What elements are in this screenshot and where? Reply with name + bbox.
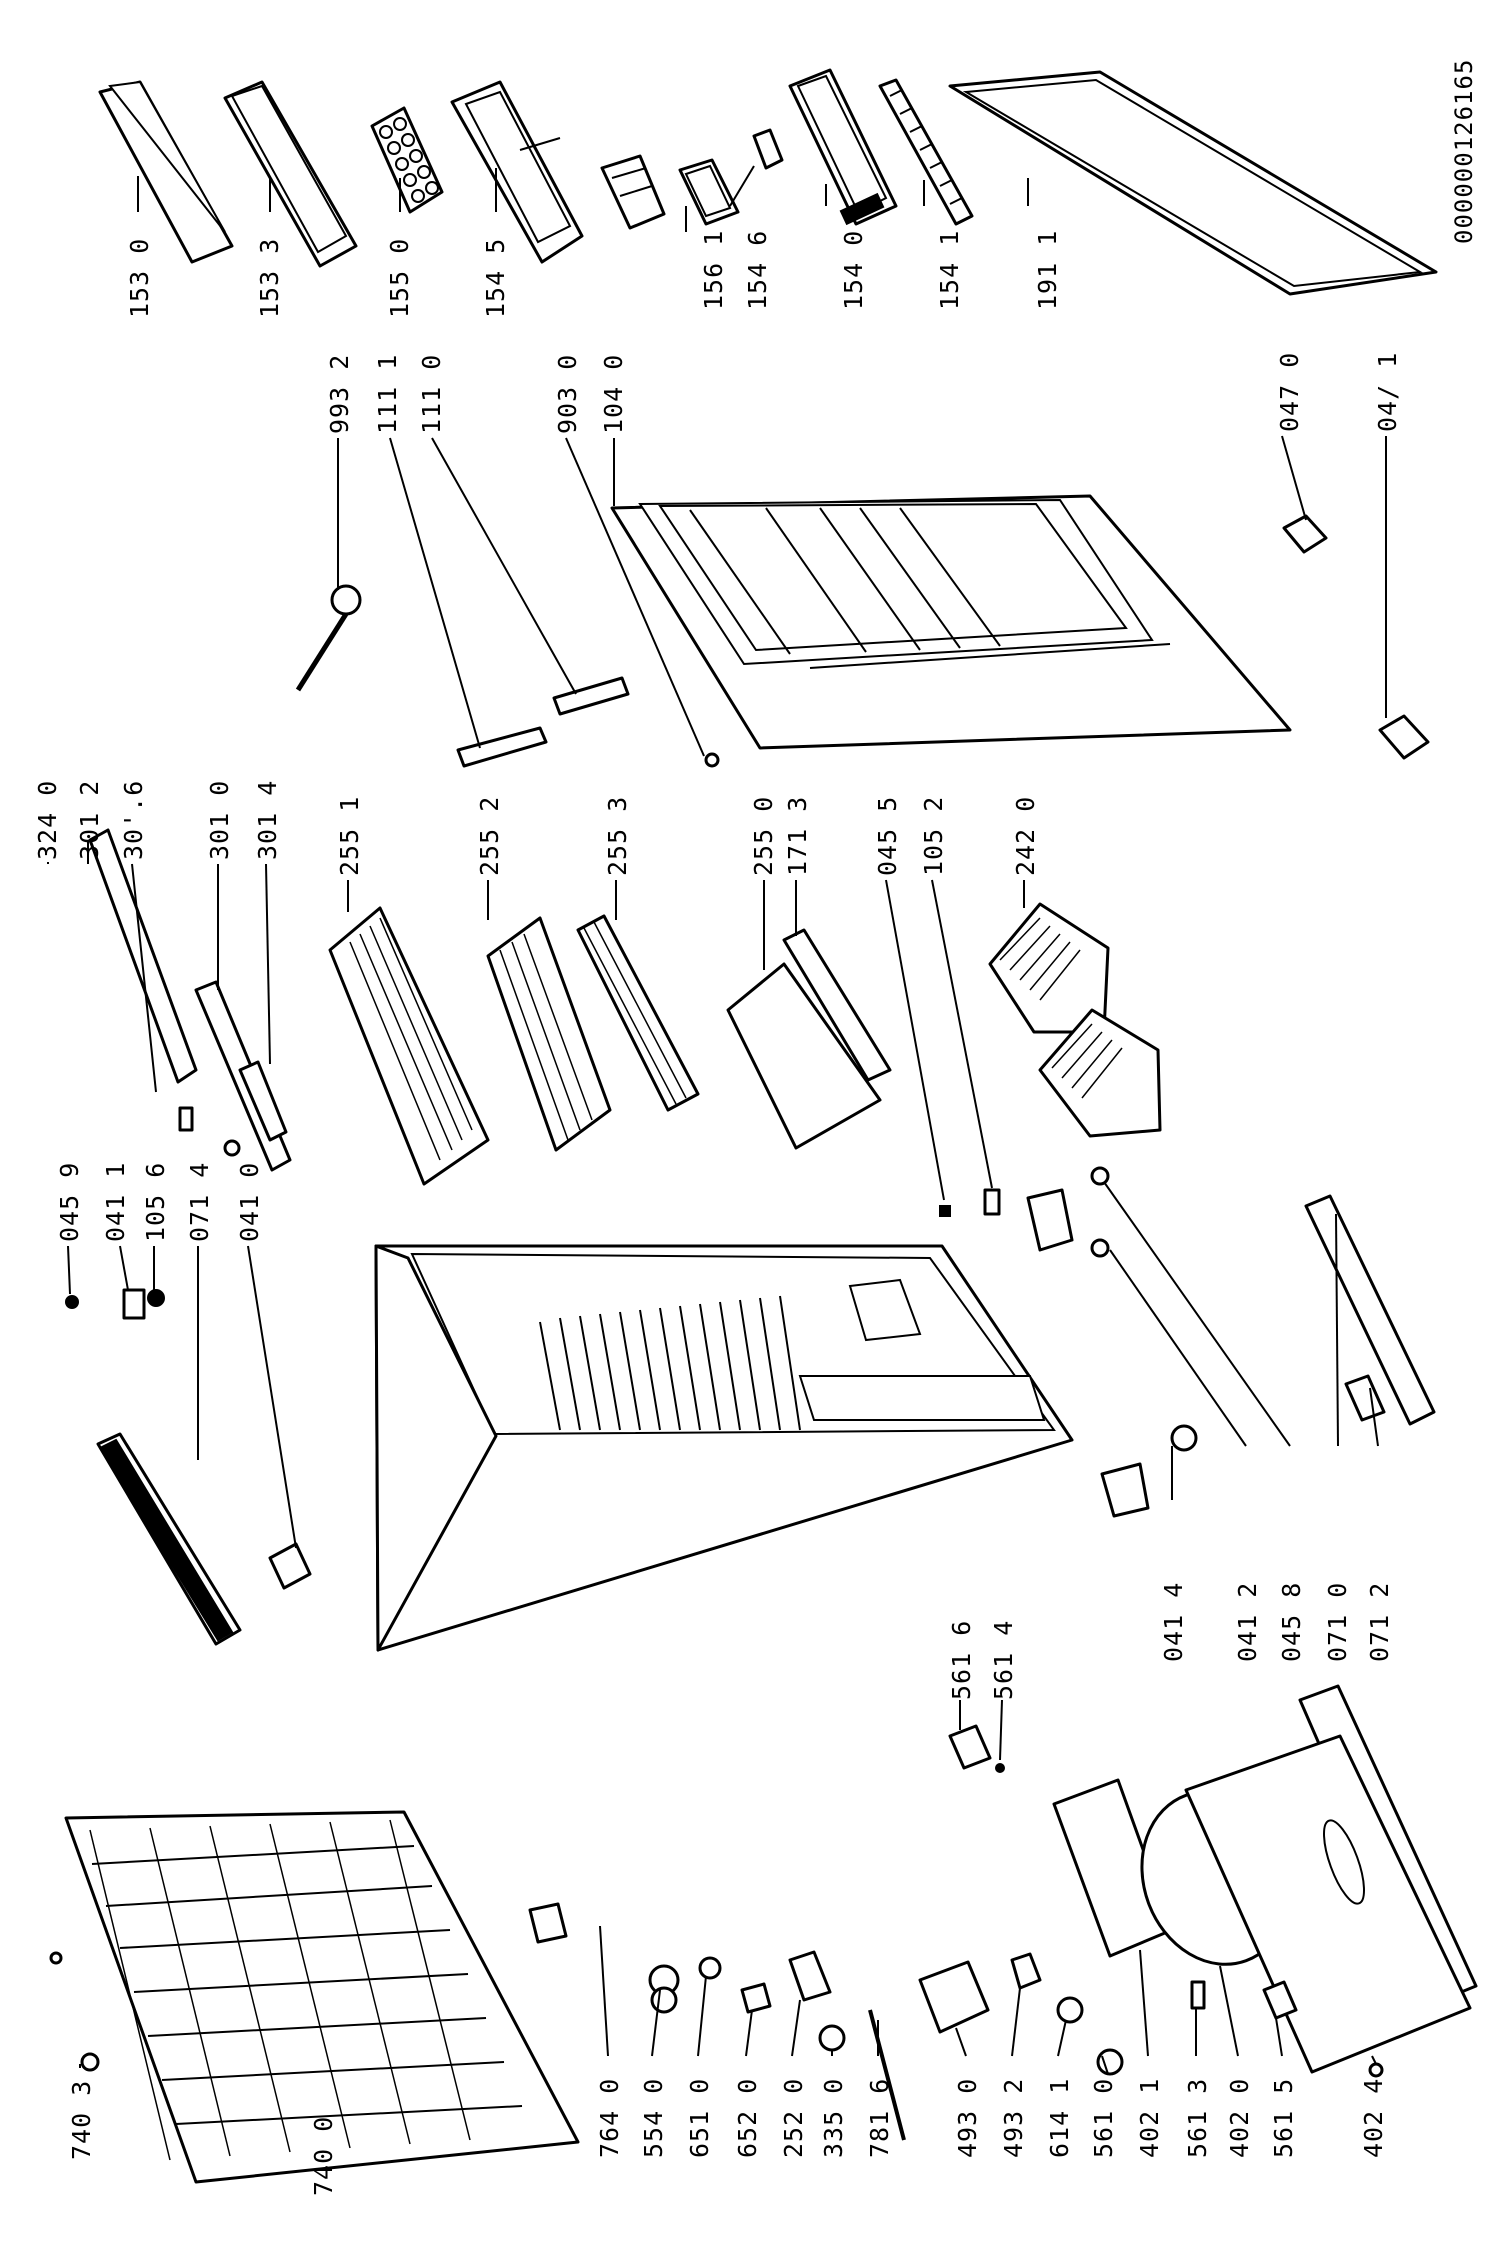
callout-111-0: 111 0 — [417, 354, 446, 434]
callout-301-4: 301 4 — [253, 780, 282, 860]
callout-301-0: 301 0 — [205, 780, 234, 860]
drawer-242-0 — [988, 902, 1162, 1138]
callout-154-5: 154 5 — [481, 238, 510, 318]
callout-071-4: 071 4 — [185, 1162, 214, 1242]
door-104-0 — [610, 494, 1292, 768]
callout-651-0: 651 0 — [685, 2078, 714, 2158]
callout-554-0: 554 0 — [639, 2078, 668, 2158]
callout-154-6: 154 6 — [743, 230, 772, 310]
callout-047-0: 047 0 — [1275, 352, 1304, 432]
callout-041-4: 041 4 — [1159, 1582, 1188, 1662]
callout-255-1: 255 1 — [335, 796, 364, 876]
door-shelf-154-5 — [450, 80, 584, 264]
cabinet — [374, 1244, 1074, 1652]
callout-154-1: 154 1 — [935, 230, 964, 310]
callout-561-0: 561 0 — [1089, 2078, 1118, 2158]
dairy-box-156-1 — [600, 154, 740, 230]
callout-561-4: 561 4 — [989, 1620, 1018, 1700]
callout-041-1: 041 1 — [101, 1162, 130, 1242]
callout-993-2: 993 2 — [325, 354, 354, 434]
shelf-bar-154-1 — [878, 78, 974, 226]
callout-561-5: 561 5 — [1269, 2078, 1298, 2158]
callout-156-1: 156 1 — [699, 230, 728, 310]
callout-301-2: 301 2 — [75, 780, 104, 860]
callout-402-4: 402 4 — [1359, 2078, 1388, 2158]
callout-402-0: 402 0 — [1225, 2078, 1254, 2158]
foot-047-0 — [1282, 514, 1328, 554]
door-gasket-191-1 — [948, 70, 1438, 296]
callout-903-0: 903 0 — [553, 354, 582, 434]
callout-154-0: 154 0 — [839, 230, 868, 310]
callout-740-3: 740 3 — [67, 2080, 96, 2160]
top-panel-071-4 — [96, 1432, 242, 1646]
compressor-parts — [918, 1684, 1478, 2078]
callout-402-1: 402 1 — [1135, 2078, 1164, 2158]
glass-shelf-255-0 — [726, 928, 892, 1150]
door-shelf-154-0 — [788, 68, 898, 226]
callout-242-0: 242 0 — [1011, 796, 1040, 876]
egg-tray-155-0 — [370, 106, 444, 214]
callout-105-6: 105 6 — [141, 1162, 170, 1242]
callout-111-1: 111 1 — [373, 354, 402, 434]
callout-301-6: 30'.6 — [119, 780, 148, 860]
callout-105-2: 105 2 — [919, 796, 948, 876]
small-parts-041 — [65, 1288, 312, 1590]
callout-071-0: 071 0 — [1323, 1582, 1352, 1662]
thermostat-shaft-993-2 — [295, 584, 362, 692]
shelf-255-1 — [328, 906, 490, 1186]
callout-labels: 153 0 153 3 155 0 154 5 156 1 154 6 154 … — [33, 230, 1402, 2196]
callout-764-0: 764 0 — [595, 2078, 624, 2158]
callout-614-1: 614 1 — [1045, 2078, 1074, 2158]
door-shelf-153-0 — [98, 80, 234, 264]
callout-155-0: 155 0 — [385, 238, 414, 318]
callout-041-0: 041 0 — [235, 1162, 264, 1242]
callout-652-0: 652 0 — [733, 2078, 762, 2158]
callout-047-1: 04/ 1 — [1373, 352, 1402, 432]
callout-153-3: 153 3 — [255, 238, 284, 318]
document-id: 000000126165 — [1450, 59, 1478, 244]
callout-252-0: 252 0 — [779, 2078, 808, 2158]
callout-041-2: 041 2 — [1233, 1582, 1262, 1662]
callout-493-2: 493 2 — [999, 2078, 1028, 2158]
callout-781-6: 781 6 — [865, 2078, 894, 2158]
bottom-panel-071-0 — [1304, 1194, 1436, 1426]
callout-255-3: 255 3 — [603, 796, 632, 876]
foot-047-1 — [1378, 714, 1430, 760]
callout-561-6: 561 6 — [947, 1620, 976, 1700]
callout-191-1: 191 1 — [1033, 230, 1062, 310]
callout-153-0: 153 0 — [125, 238, 154, 318]
handle-111 — [456, 676, 630, 768]
callout-255-2: 255 2 — [475, 796, 504, 876]
callout-493-0: 493 0 — [953, 2078, 982, 2158]
hinge-parts — [939, 1166, 1198, 1518]
callout-104-0: 104 0 — [599, 354, 628, 434]
callout-045-5: 045 5 — [873, 796, 902, 876]
control-cover-301 — [88, 828, 292, 1172]
callout-324-0: 324 0 — [33, 780, 62, 860]
callout-045-9: 045 9 — [55, 1162, 84, 1242]
door-shelf-153-3 — [223, 80, 358, 268]
clip-154-6 — [752, 128, 784, 170]
callout-045-8: 045 8 — [1277, 1582, 1306, 1662]
callout-740-0: 740 0 — [309, 2116, 338, 2196]
callout-255-0: 255 0 — [749, 796, 778, 876]
shelf-255-2 — [486, 916, 612, 1152]
callout-071-2: 071 2 — [1365, 1582, 1394, 1662]
condenser-740-0 — [49, 1810, 580, 2184]
shelf-255-3 — [576, 914, 700, 1112]
callout-335-0: 335 0 — [819, 2078, 848, 2158]
leader-lines — [47, 165, 1387, 2075]
callout-171-3: 171 3 — [783, 796, 812, 876]
callout-561-3: 561 3 — [1183, 2078, 1212, 2158]
